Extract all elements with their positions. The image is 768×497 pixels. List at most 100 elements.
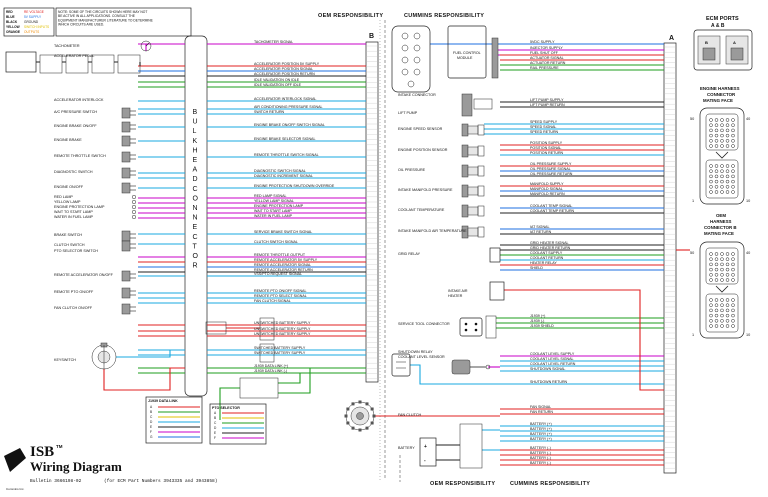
engine-harness-wires	[374, 43, 690, 466]
wire-label: ACCELERATOR INTERLOCK SIGNAL	[254, 97, 316, 101]
engine-wire-label: OIL PRESSURE SIGNAL	[530, 167, 571, 171]
svg-text:J1939 DATA LINK: J1939 DATA LINK	[148, 399, 178, 403]
sensor-icon	[461, 164, 469, 178]
right-component-label: BATTERY	[398, 446, 415, 450]
bulkhead-letter: C	[193, 186, 198, 193]
engine-wire-label: BATTERY (-)	[530, 461, 551, 465]
left-component-label: REMOTE PTO ON/OFF	[54, 290, 94, 294]
wire-label: FAN CLUTCH SIGNAL	[254, 299, 291, 303]
left-component-label: KEYSWITCH	[54, 358, 76, 362]
left-component-label: WAIT TO START LAMP	[54, 210, 93, 214]
engine-wire-label: BATTERY (-)	[530, 456, 551, 460]
switch-icon	[121, 240, 131, 252]
engine-harness-connector: ENGINE HARNESS CONNECTOR MATING FACE 50 …	[690, 86, 750, 205]
wire-label: REMOTE ACCELERATOR 5V SUPPLY	[254, 258, 318, 262]
svg-text:B: B	[705, 40, 708, 45]
wire-label: UNSWITCHED BATTERY SUPPLY	[254, 321, 311, 325]
lamp-icon	[131, 209, 137, 215]
engine-wire-label: IAT RETURN	[530, 230, 552, 234]
wire-label: CLUTCH SWITCH SIGNAL	[254, 240, 298, 244]
svg-text:A & B: A & B	[711, 23, 725, 29]
engine-wire-label: 5VDC SUPPLY	[530, 40, 555, 44]
engine-wire-label: BATTERY (+)	[530, 432, 552, 436]
engine-wire-label: POSITION RETURN	[530, 151, 564, 155]
svg-text:CONNECTOR: CONNECTOR	[707, 92, 736, 97]
wire-label: REMOTE THROTTLE SWITCH SIGNAL	[254, 153, 319, 157]
wire-label: WAIT TO START LAMP	[254, 209, 292, 213]
switch-icon	[121, 270, 131, 282]
legend-label: YELLOW	[6, 25, 20, 29]
right-component-label: ENGINE SPEED SENSOR	[398, 127, 443, 131]
svg-text:-: -	[424, 458, 426, 464]
svg-text:(for ECM Part Numbers 3943335: (for ECM Part Numbers 3943335 and 394385…	[104, 478, 217, 484]
wire-label: ENGINE PROTECTION LAMP	[254, 204, 304, 208]
legend-text: 5V SUPPLY	[24, 15, 42, 19]
wire-label: REMOTE THROTTLE OUTPUT	[254, 253, 306, 257]
legend-label: BLACK	[6, 20, 18, 24]
left-component-label: ENGINE BRAKE ON/OFF	[54, 124, 97, 128]
left-component-label: REMOTE THROTTLE SWITCH	[54, 154, 106, 158]
sensor-icon	[461, 144, 469, 158]
bulkhead-letter: T	[193, 243, 198, 250]
bulkhead-letter: L	[193, 128, 197, 135]
right-component-label: INTAKE CONNECTOR	[398, 93, 436, 97]
bulkhead-letter: N	[193, 205, 198, 212]
oem-responsibility-bottom: OEM RESPONSIBILITY	[430, 481, 495, 487]
engine-wire-label: LIFT PUMP RETURN	[530, 103, 565, 107]
wire-label: J1939 DATA LINK (-)	[254, 369, 287, 373]
engine-wire-label: COOLANT LEVEL SUPPLY	[530, 352, 575, 356]
wire-label: ACCELERATOR POSITION SIGNAL	[254, 67, 313, 71]
bulkhead-letter: C	[193, 234, 198, 241]
engine-wire-label: SHIELD	[530, 266, 543, 270]
legend-label: RED	[6, 10, 13, 14]
right-component-label: GRID RELAY	[398, 252, 421, 256]
engine-wire-label: FAN RETURN	[530, 410, 553, 414]
sensor-icon	[461, 184, 469, 198]
lamp-icon	[131, 214, 137, 220]
switch-icon	[121, 167, 131, 179]
bulkhead-letter: R	[193, 263, 198, 270]
left-component-label: DIAGNOSTIC SWITCH	[54, 170, 93, 174]
sensor-icon	[461, 123, 469, 137]
left-component-label: WATER IN FUEL LAMP	[54, 215, 94, 219]
svg-text:Bulletin 3666198-02: Bulletin 3666198-02	[30, 478, 82, 484]
left-component-label: YELLOW LAMP	[54, 200, 81, 204]
bulkhead-letter: K	[193, 138, 198, 145]
engine-wire-label: BATTERY (+)	[530, 437, 552, 441]
wire-label: YELLOW LAMP SIGNAL	[254, 199, 294, 203]
engine-wire-label: BATTERY (+)	[530, 422, 552, 426]
switch-icon	[121, 182, 131, 194]
engine-wire-label: COOLANT LEVEL RETURN	[530, 362, 576, 366]
wire-label: J1939 DATA LINK (+)	[254, 364, 288, 368]
cummins-responsibility-bottom: CUMMINS RESPONSIBILITY	[510, 481, 590, 487]
wire-label: REMOTE ACCELERATOR SIGNAL	[254, 263, 311, 267]
left-component-label: ENGINE ON/OFF	[54, 185, 84, 189]
right-component-label: SERVICE TOOL CONNECTOR	[398, 322, 450, 326]
lamp-icon	[131, 194, 137, 200]
svg-text:E: E	[214, 431, 216, 435]
engine-wire-label: RAIL PRESSURE	[530, 66, 559, 70]
right-component-label: INTAKE MANIFOLD AIR TEMPERATURE	[398, 229, 467, 233]
switch-icon	[121, 303, 131, 315]
engine-wire-label: HEATER RELAY	[530, 261, 557, 265]
svg-text:C: C	[150, 415, 153, 419]
svg-text:+: +	[424, 444, 427, 450]
svg-text:B: B	[214, 416, 216, 420]
svg-text:MODULE: MODULE	[457, 56, 473, 60]
legend-label: ORANGE	[6, 30, 20, 34]
wire-label: REMOTE ACCELERATOR RETURN	[254, 268, 313, 272]
wire-label: REMOTE PTO SELECT SIGNAL	[254, 294, 307, 298]
bulkhead-letter: O	[193, 253, 199, 260]
title-block: Cummins Cummins Inc. ISB TM Wiring Diagr…	[4, 444, 217, 491]
wire-label: SERVICE BRAKE SWITCH SIGNAL	[254, 230, 312, 234]
left-component-label: ENGINE PROTECTION LAMP	[54, 205, 105, 209]
oem-responsibility-top: OEM RESPONSIBILITY	[318, 13, 383, 19]
legend-label: BLUE	[6, 15, 15, 19]
engine-wire-label: POSITION SIGNAL	[530, 146, 561, 150]
title-main: ISB	[30, 444, 54, 460]
